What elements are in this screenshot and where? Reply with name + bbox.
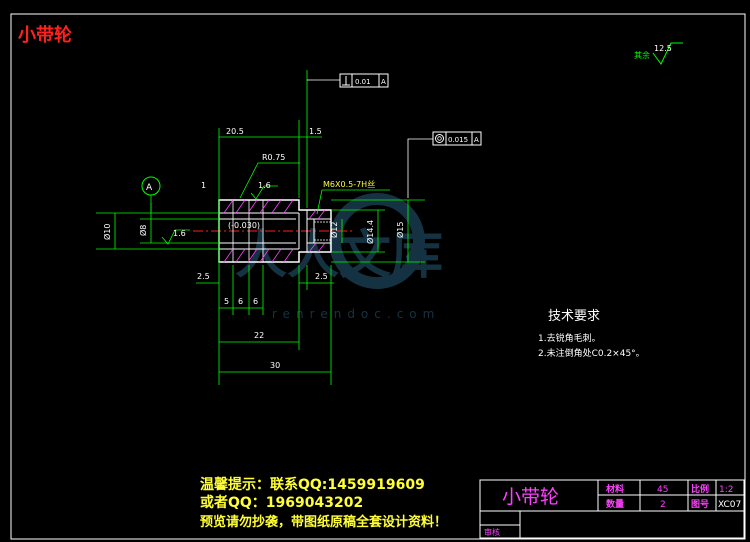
- corner-roughness: 其余 12.5: [634, 42, 683, 65]
- dim-rough-top: 1.6: [258, 181, 271, 190]
- gdt-roundness: 0.015 A: [407, 131, 482, 198]
- dim-6-b: 6: [253, 297, 258, 306]
- roundness-datum: A: [474, 136, 479, 144]
- dim-20-5: 20.5: [226, 127, 244, 136]
- technical-requirements: 技术要求 1.去锐角毛刺。 2.未注倒角处C0.2×45°。: [538, 309, 645, 359]
- roundness-value: 0.015: [448, 136, 468, 144]
- part-view: [193, 199, 352, 263]
- perpendicularity-value: 0.01: [355, 78, 371, 86]
- dim-22: 22: [254, 331, 264, 340]
- dim-1-5: 1.5: [309, 127, 322, 136]
- gdt-perpendicularity: 0.01 A: [307, 73, 389, 88]
- drawing-title: 小带轮: [18, 24, 72, 46]
- watermark-text: 人人文库: [235, 226, 443, 286]
- material-value: 45: [657, 485, 668, 495]
- dim-2-5-left: 2.5: [197, 272, 210, 281]
- roughness-symbol-top: [250, 185, 278, 200]
- corner-roughness-value: 12.5: [654, 44, 672, 53]
- contact-notice: 温馨提示：联系QQ:1459919609 或者QQ：1969043202 预览请…: [200, 476, 447, 530]
- scale-label: 比例: [691, 483, 709, 495]
- drawing-no-label: 图号: [691, 499, 709, 510]
- requirement-item-2: 2.未注倒角处C0.2×45°。: [538, 347, 645, 359]
- scale-value: 1:2: [719, 485, 733, 495]
- corner-roughness-label: 其余: [634, 50, 650, 60]
- notice-line-3: 预览请勿抄袭，带图纸原稿全套设计资料！: [200, 514, 447, 530]
- watermark: 人人文库 renrendoc.com: [235, 193, 443, 321]
- dim-dia-12: Ø12: [329, 222, 339, 238]
- requirements-title: 技术要求: [548, 309, 600, 324]
- dim-dia-10: Ø10: [102, 224, 112, 240]
- perpendicularity-datum: A: [381, 78, 386, 86]
- drawing-no-value: XC07: [718, 500, 741, 510]
- title-block: 小带轮 材料 45 比例 1:2 数量 2 图号 XC07 审核: [479, 479, 745, 539]
- watermark-url: renrendoc.com: [272, 307, 440, 321]
- dim-5: 5: [224, 297, 229, 306]
- dim-thread: M6X0.5-7H丝: [323, 179, 375, 189]
- notice-line-2: 或者QQ：1969043202: [200, 494, 363, 511]
- title-block-name: 小带轮: [502, 486, 559, 508]
- notice-line-1: 温馨提示：联系QQ:1459919609: [200, 476, 425, 493]
- drawing-frame: [10, 13, 746, 540]
- dim-2-5-right: 2.5: [315, 272, 328, 281]
- dim-r0-75: R0.75: [262, 153, 285, 162]
- dim-hole-tol: (-0.030): [228, 221, 260, 230]
- roughness-symbol-left: [161, 229, 190, 245]
- dim-dia-14-4: Ø14.4: [365, 220, 375, 244]
- dim-6-a: 6: [238, 297, 243, 306]
- review-label: 审核: [484, 527, 500, 537]
- quantity-value: 2: [660, 500, 666, 510]
- datum-a-label: A: [146, 183, 153, 193]
- dim-rough-left: 1.6: [173, 229, 186, 238]
- dim-dia-8: Ø8: [138, 225, 148, 236]
- dim-1: 1: [201, 181, 206, 190]
- dim-30: 30: [270, 361, 280, 370]
- datum-a: A: [141, 176, 161, 196]
- quantity-label: 数量: [606, 498, 624, 510]
- dim-dia-15: Ø15: [395, 222, 405, 238]
- material-label: 材料: [605, 483, 624, 495]
- dimensions: [96, 70, 425, 385]
- requirement-item-1: 1.去锐角毛刺。: [538, 332, 601, 344]
